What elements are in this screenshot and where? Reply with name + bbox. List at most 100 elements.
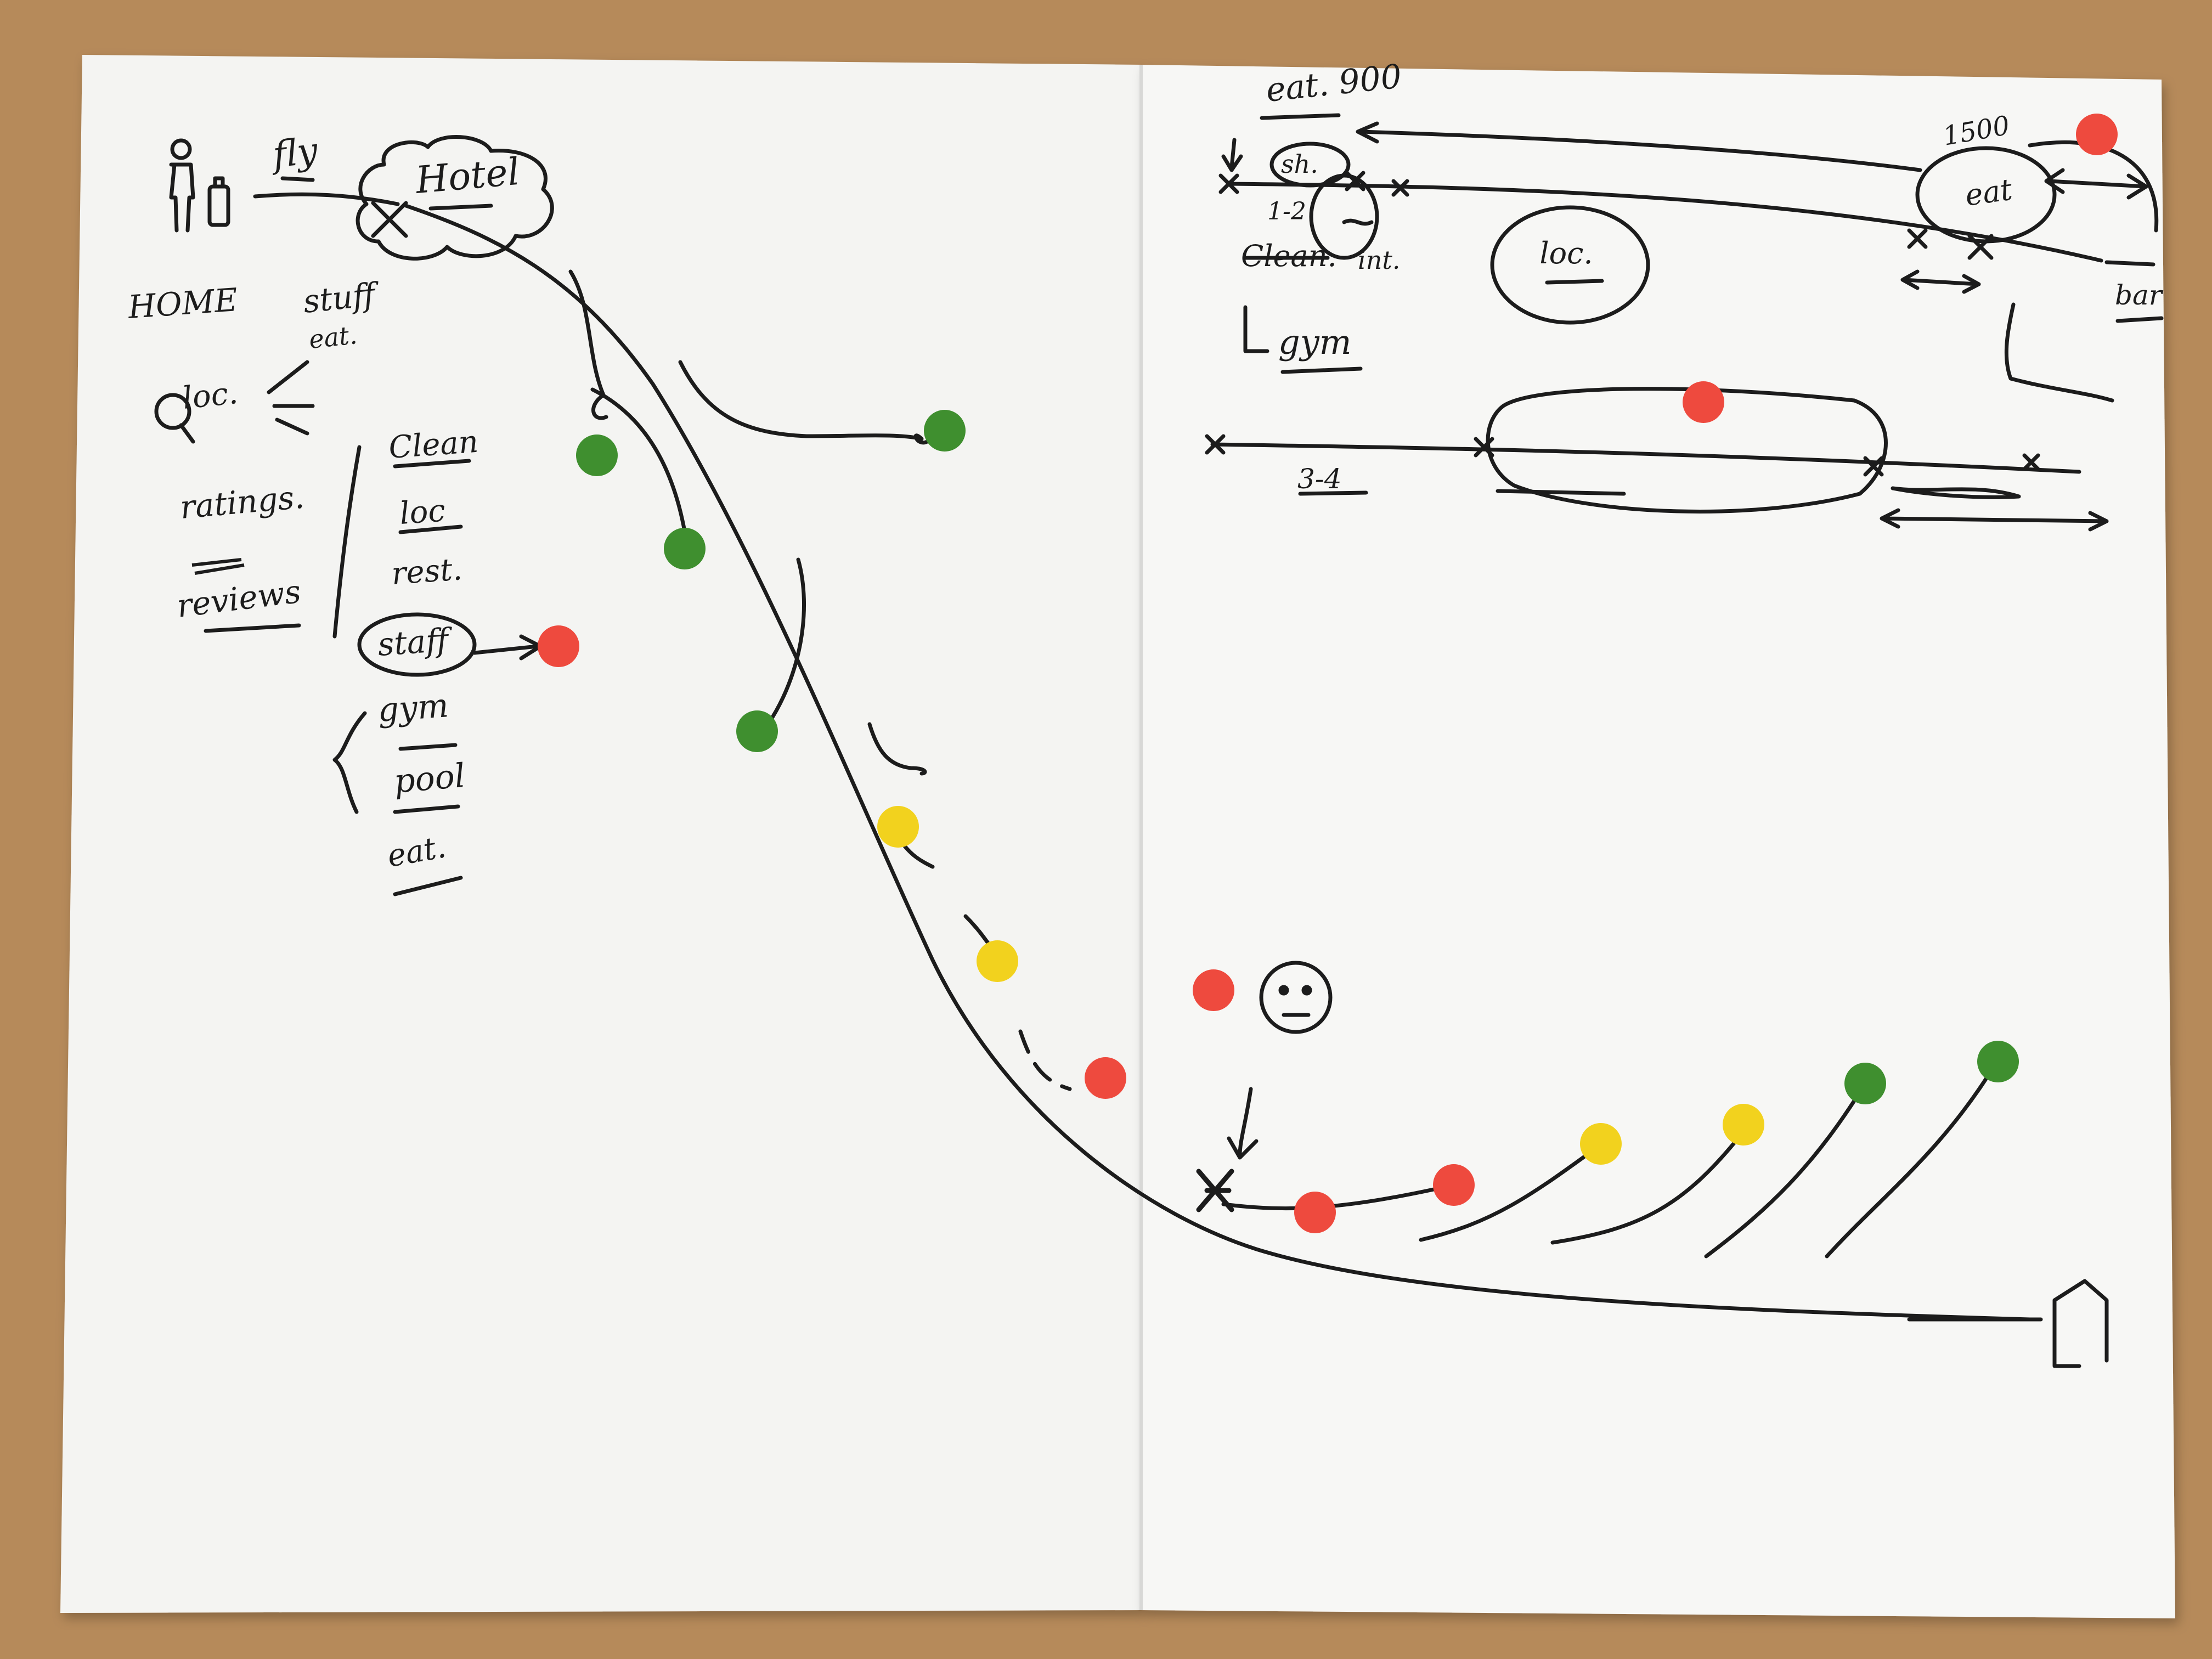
crossed-out-word xyxy=(191,558,245,575)
fly-label: fly xyxy=(268,129,320,177)
range-1-2-label: 1-2 xyxy=(1267,198,1306,225)
underline xyxy=(204,623,301,633)
underline xyxy=(398,524,463,534)
red-sticker xyxy=(538,625,579,667)
underline xyxy=(393,804,460,814)
underline xyxy=(1260,113,1341,120)
sub-bracket xyxy=(332,711,367,814)
wave-icon xyxy=(1342,218,1374,226)
red-sticker xyxy=(1294,1192,1336,1233)
hook-line xyxy=(2004,302,2114,403)
criteria-rest: rest. xyxy=(390,551,463,592)
hotel-cloud xyxy=(356,135,554,261)
underline xyxy=(1545,279,1604,285)
loc-circle xyxy=(1490,205,1650,325)
int-circle xyxy=(1309,173,1379,260)
sh-label: sh. xyxy=(1281,149,1318,179)
journey-curve xyxy=(404,204,2032,1322)
branch-line xyxy=(590,387,688,540)
staff-circle xyxy=(357,612,477,677)
green-sticker xyxy=(576,435,618,476)
red-sticker xyxy=(1683,381,1724,423)
stickers-layer xyxy=(538,114,2118,1233)
x-mark xyxy=(1218,173,1239,194)
underline xyxy=(393,876,463,896)
paper-sheet xyxy=(60,55,1141,1613)
range-3-4-label: 3-4 xyxy=(1297,463,1342,495)
person-with-luggage-icon xyxy=(169,138,230,233)
clean-label: Clean. xyxy=(1241,239,1337,273)
home-label: HOME xyxy=(126,281,239,326)
yellow-sticker xyxy=(977,940,1018,982)
underline xyxy=(398,743,458,751)
yellow-sticker xyxy=(877,806,919,848)
gym-capsule xyxy=(1486,387,1888,514)
branch-line xyxy=(1018,1029,1072,1091)
yellow-sticker xyxy=(1580,1123,1622,1165)
timeline-top xyxy=(1227,182,2103,263)
branch-line xyxy=(867,722,927,776)
branch-line xyxy=(766,557,806,726)
green-sticker xyxy=(664,528,706,569)
neutral-face-icon xyxy=(1259,961,1333,1034)
red-sticker xyxy=(1433,1164,1475,1206)
timeline-bottom xyxy=(1210,442,2081,474)
double-arrow xyxy=(2104,260,2155,267)
underline xyxy=(1280,366,1363,374)
eat-cloud xyxy=(2028,140,2159,233)
timeline-arrow xyxy=(1356,121,1922,172)
rising-branch xyxy=(1550,1128,1747,1245)
x-mark xyxy=(1391,179,1409,197)
criteria-clean: Clean xyxy=(387,424,479,466)
red-sticker xyxy=(1193,969,1234,1011)
eat-label: eat. xyxy=(308,320,359,354)
x-mark xyxy=(2022,453,2040,471)
rising-branch xyxy=(1704,1081,1867,1259)
x-mark-bottom xyxy=(1196,1169,1234,1212)
int-label: int. xyxy=(1358,245,1400,275)
double-arrow xyxy=(1900,269,1981,294)
loc-rays xyxy=(267,360,315,436)
criteria-loc: loc xyxy=(398,493,446,532)
down-arrow-icon xyxy=(1221,138,1243,172)
underline xyxy=(2115,316,2164,323)
branch-line xyxy=(568,269,608,420)
gym-bracket xyxy=(1243,305,1269,353)
double-arrow xyxy=(2044,168,2148,200)
stuff-label: stuff xyxy=(301,275,382,320)
hotel-label: Hotel xyxy=(413,150,522,202)
rising-branch xyxy=(1825,1059,1999,1259)
green-sticker xyxy=(1977,1041,2019,1082)
arrow-down-icon xyxy=(1227,1087,1259,1160)
eat-label-right: eat xyxy=(1963,172,2015,212)
underline xyxy=(1496,489,1626,496)
criteria-staff: staff xyxy=(376,621,454,663)
rising-branch xyxy=(1419,1142,1604,1242)
green-sticker xyxy=(924,410,966,452)
gym-label: gym xyxy=(1278,322,1352,362)
search-icon xyxy=(154,393,195,444)
branch-line xyxy=(678,360,929,445)
x-mark xyxy=(1907,228,1928,249)
x-mark xyxy=(371,201,408,238)
green-sticker xyxy=(1844,1063,1886,1104)
criteria-pool: pool xyxy=(392,757,466,801)
bar-label: bar xyxy=(2115,279,2164,311)
green-sticker xyxy=(736,710,778,752)
underline xyxy=(393,459,471,469)
underline xyxy=(280,176,315,182)
criteria-gym: gym xyxy=(376,686,450,730)
eat-circle xyxy=(1915,146,2057,244)
criteria-bracket xyxy=(332,445,362,639)
home-icon xyxy=(2052,1279,2109,1368)
loc-label: loc. xyxy=(181,375,240,416)
wavy-line xyxy=(1891,486,2021,499)
loc-label-right: loc. xyxy=(1539,236,1593,270)
paper-sheet-right xyxy=(1141,65,2175,1618)
underline xyxy=(428,204,493,211)
sh-circle xyxy=(1269,142,1351,188)
x-mark xyxy=(1205,434,1226,455)
red-sticker xyxy=(1085,1057,1126,1099)
red-sticker xyxy=(2076,114,2118,155)
